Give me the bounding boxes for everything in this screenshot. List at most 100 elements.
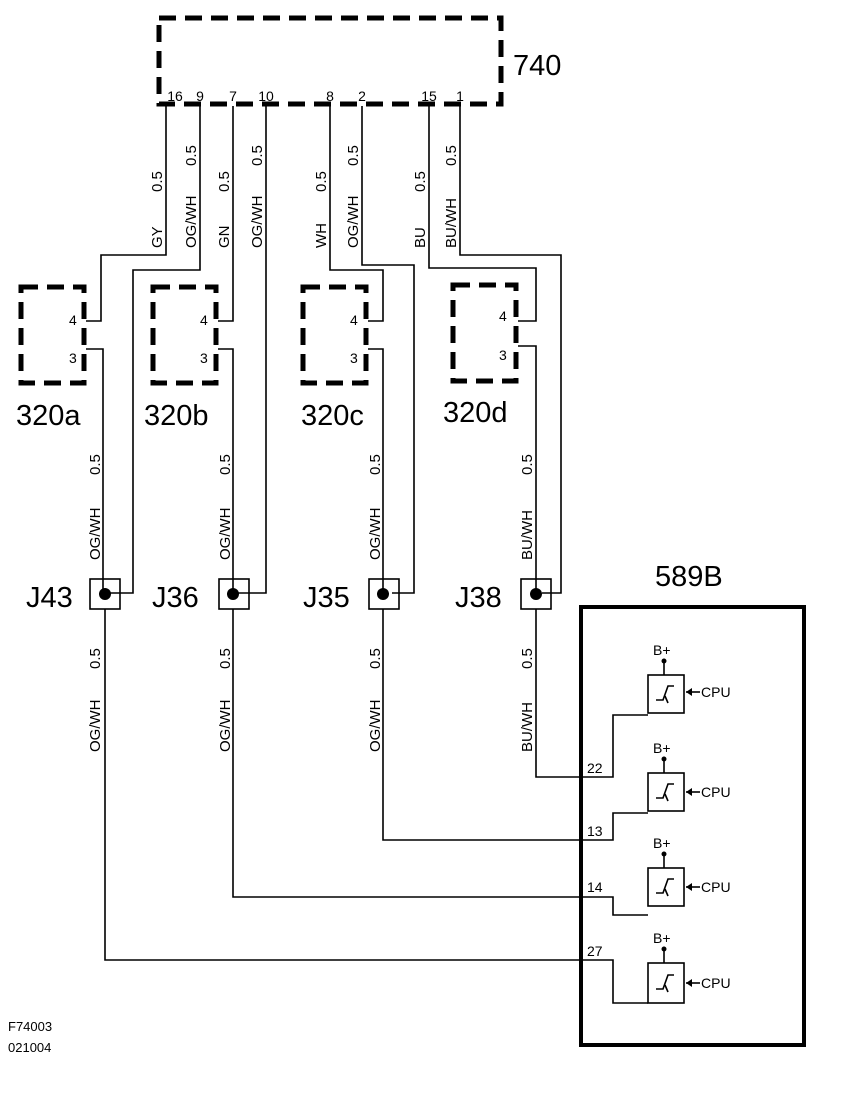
module-pin-label: 27 [587,943,603,959]
sensor-320b-box [150,284,219,386]
ecu-pin: 15 [421,88,437,104]
control-label: CPU [701,975,731,991]
wire-size-label: 0.5 [367,648,384,669]
wire-size-label: 0.5 [183,145,200,166]
wire-color-label: BU/WH [519,510,536,560]
control-label: CPU [701,784,731,800]
supply-label: B+ [653,930,671,946]
figure-date-code: 021004 [8,1040,51,1055]
sensor-pin-label: 3 [350,350,358,366]
wire-og-wh [86,348,104,593]
wire-bu-wh [459,106,562,594]
wire-size-label: 0.5 [217,454,234,475]
wire-size-label: 0.5 [216,171,233,192]
output-driver-channel: B+ CPU [647,642,731,714]
sensor-320d-box [450,282,519,384]
junction-node [530,588,542,600]
sensor-pin-label: 3 [69,350,77,366]
wire-color-label: OG/WH [367,700,384,753]
wire-og-wh [218,348,234,593]
sensor-pin-label: 4 [200,312,208,328]
wire-bu-wh [518,345,537,593]
switch-icon [656,685,674,701]
figure-code: F74003 [8,1019,52,1034]
ecu-pin: 9 [196,88,204,104]
sensor-pin-label: 4 [69,312,77,328]
ecu-pin: 1 [456,88,464,104]
wire-color-label: OG/WH [367,508,384,561]
output-driver-channel: B+ CPU [647,930,731,1004]
wire-color-label: OG/WH [87,508,104,561]
sensor-pin-label: 4 [499,308,507,324]
wire-color-label: OG/WH [183,196,200,249]
module-589b-label: 589B [655,561,723,593]
wire-gn [218,106,234,322]
sensor-320b-label: 320b [144,400,209,432]
wire-og-wh [361,106,415,594]
wire-color-label: OG/WH [217,508,234,561]
ecu-pin: 7 [229,88,237,104]
control-label: CPU [701,684,731,700]
ecu-740-label: 740 [513,50,561,82]
junction-j43-label: J43 [26,582,73,614]
wire-wh [329,106,384,322]
arrow-icon [686,688,692,696]
wire-size-label: 0.5 [249,145,266,166]
ecu-pin: 2 [358,88,366,104]
wire-size-label: 0.5 [519,454,536,475]
wire-color-label: BU/WH [443,198,460,248]
supply-label: B+ [653,835,671,851]
sensor-320a-box [18,284,87,386]
junction-node [227,588,239,600]
driver-block [647,962,685,1004]
wire-gy [86,106,167,322]
wire-color-label: OG/WH [249,196,266,249]
junction-j35-box [368,578,400,610]
output-driver-channel: B+ CPU [647,740,731,812]
sensor-320c-label: 320c [301,400,364,432]
control-label: CPU [701,879,731,895]
junction-j38-label: J38 [455,582,502,614]
wire-color-label: GY [149,226,166,248]
ecu-pin: 8 [326,88,334,104]
wire-color-label: WH [313,223,330,248]
wire-color-label: BU [412,227,429,248]
arrow-icon [686,883,692,891]
wire-og-wh [238,106,267,594]
supply-label: B+ [653,740,671,756]
driver-block [647,674,685,714]
junction-j36-label: J36 [152,582,199,614]
wire-size-label: 0.5 [313,171,330,192]
wire-color-label: OG/WH [345,196,362,249]
driver-block [647,867,685,907]
wire-size-label: 0.5 [345,145,362,166]
ecu-740-box [156,15,504,107]
wire-size-label: 0.5 [519,648,536,669]
wire-og-wh [382,609,648,841]
wire-size-label: 0.5 [367,454,384,475]
wire-size-label: 0.5 [412,171,429,192]
wire-og-wh [368,348,384,593]
wire-size-label: 0.5 [87,648,104,669]
wire-size-label: 0.5 [217,648,234,669]
sensor-pin-label: 3 [200,350,208,366]
arrow-icon [686,788,692,796]
output-driver-channel: B+ CPU [647,835,731,907]
junction-node [377,588,389,600]
supply-label: B+ [653,642,671,658]
junction-j36-box [218,578,250,610]
sensor-pin-label: 4 [350,312,358,328]
junction-j35-label: J35 [303,582,350,614]
ecu-pin: 16 [167,88,183,104]
wire-color-label: BU/WH [519,702,536,752]
wire-color-label: GN [216,226,233,249]
junction-node [99,588,111,600]
arrow-icon [686,979,692,987]
switch-icon [656,878,674,894]
wire-bu [428,106,537,322]
wire-color-label: OG/WH [217,700,234,753]
sensor-320a-label: 320a [16,400,81,432]
sensor-320d-label: 320d [443,397,508,429]
wire-size-label: 0.5 [443,145,460,166]
